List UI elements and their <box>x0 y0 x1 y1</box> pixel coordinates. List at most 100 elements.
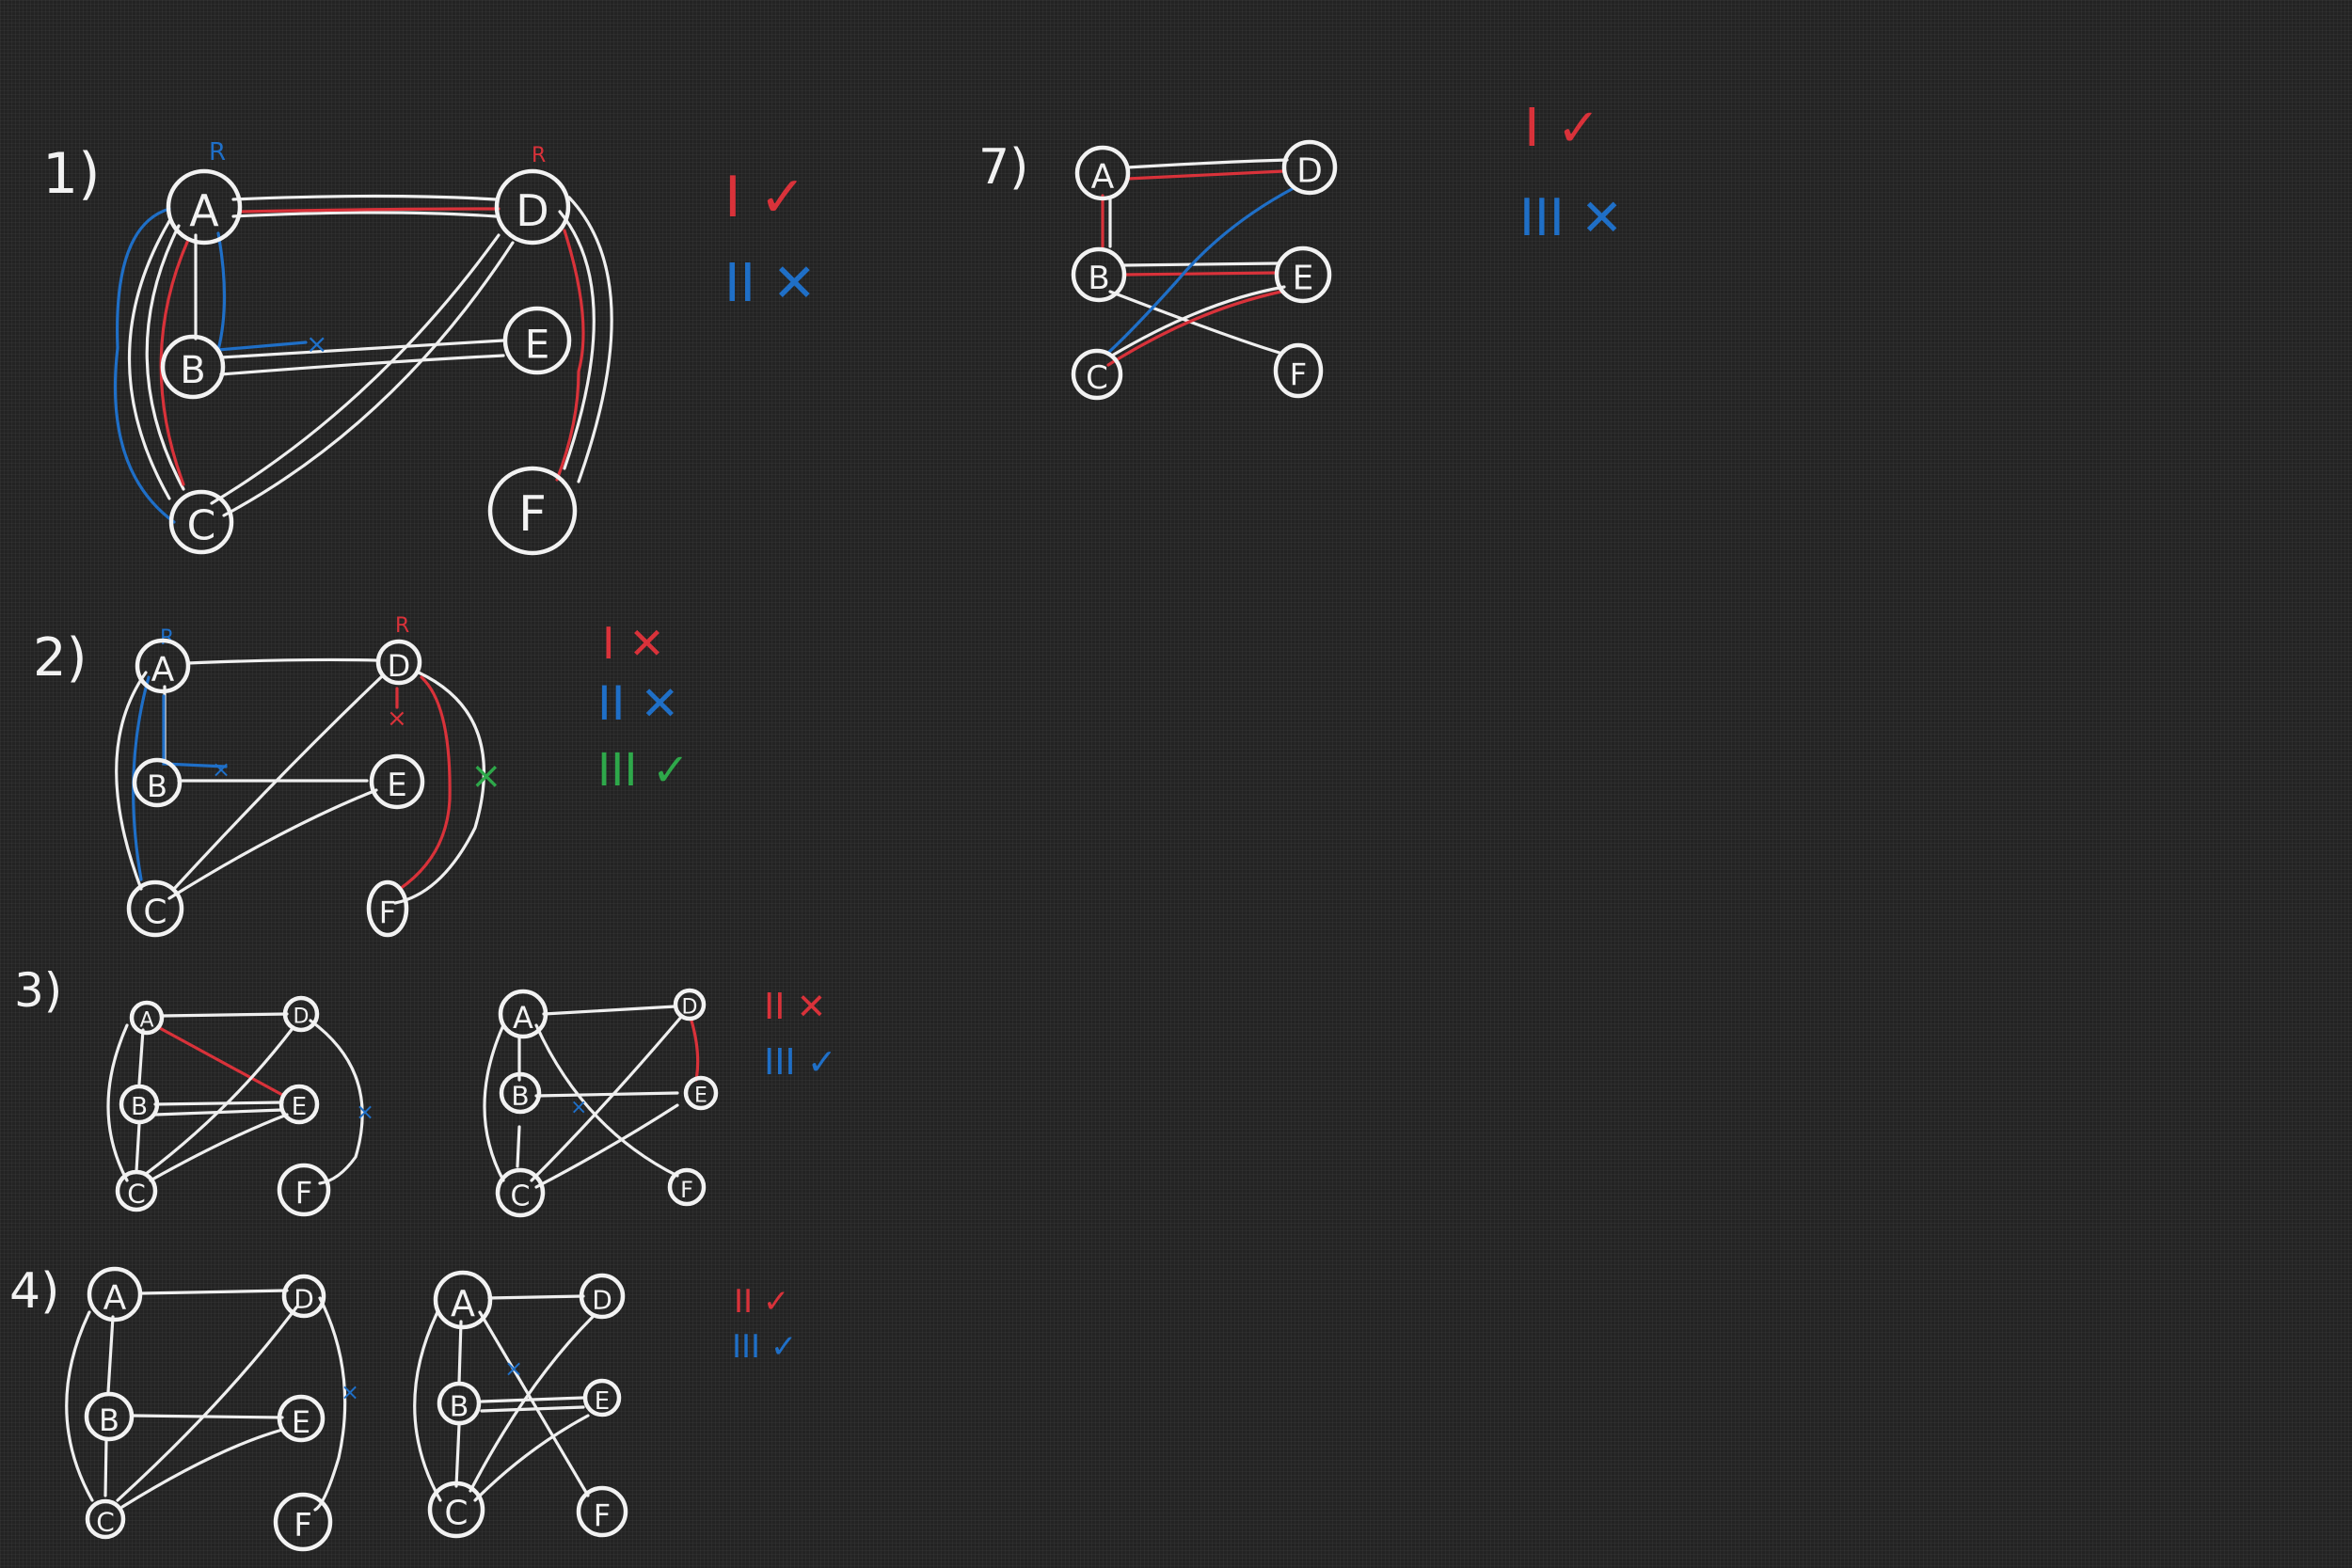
graph-edge <box>153 1101 284 1106</box>
problem-4: 4) × A D B E C F <box>9 1263 797 1552</box>
node-d: D <box>281 1274 326 1319</box>
graph-edge <box>106 1023 129 1182</box>
result-1: II ✓ <box>734 1283 789 1321</box>
graph-edge <box>558 210 596 470</box>
svg-text:A: A <box>189 185 219 236</box>
blocked-mark: × <box>387 705 407 733</box>
graph-edge <box>149 1113 289 1182</box>
svg-text:C: C <box>1086 359 1108 397</box>
graph-edge <box>542 1005 677 1016</box>
problem-2-tag-a: R <box>160 626 174 650</box>
graph-edge <box>210 233 501 505</box>
node-e: E <box>277 1394 326 1443</box>
node-f: F <box>277 1163 331 1217</box>
node-e: E <box>582 1378 622 1418</box>
svg-text:C: C <box>444 1495 468 1533</box>
path-blue <box>114 207 176 524</box>
graph-edge <box>132 1414 284 1419</box>
node-e: E <box>1274 245 1332 304</box>
path-red <box>238 207 501 214</box>
node-a: A <box>129 1000 165 1036</box>
path-blue <box>162 694 228 768</box>
svg-text:C: C <box>96 1507 115 1538</box>
graph-edge <box>309 1019 364 1185</box>
graph-edge <box>106 1315 115 1394</box>
node-f: F <box>1273 342 1324 399</box>
blocked-mark: × <box>306 328 327 359</box>
svg-text:E: E <box>694 1085 707 1108</box>
graph-edge <box>473 1414 590 1502</box>
graph-edge <box>144 1025 295 1176</box>
problem-3-left-graph: × A D B E C F <box>106 995 374 1217</box>
svg-text:C: C <box>143 894 167 932</box>
node-e: E <box>683 1075 719 1111</box>
svg-text:F: F <box>379 895 396 930</box>
problem-4-left-graph: × A D B E C F <box>65 1266 359 1552</box>
node-e: E <box>369 753 425 810</box>
graph-edge <box>480 1405 585 1413</box>
graph-edge <box>454 1423 461 1488</box>
graph-edge <box>487 1294 585 1300</box>
svg-text:F: F <box>294 1507 312 1544</box>
path-red <box>398 675 452 891</box>
svg-text:E: E <box>1293 260 1314 298</box>
node-f: F <box>487 466 578 556</box>
node-b: B <box>84 1391 135 1442</box>
node-b: B <box>499 1071 542 1115</box>
node-f: F <box>273 1492 333 1552</box>
graph-edge <box>167 788 378 900</box>
node-a: A <box>135 638 191 694</box>
node-f: F <box>576 1485 628 1538</box>
graph-edge <box>567 196 613 483</box>
graph-edge <box>115 671 148 891</box>
node-e: E <box>278 1084 320 1125</box>
graph-edge <box>135 1122 141 1173</box>
path-blue <box>132 675 151 881</box>
svg-text:D: D <box>516 185 548 236</box>
result-2: III ✕ <box>1519 188 1623 247</box>
graph-edge <box>534 1091 679 1098</box>
result-3: III ✓ <box>597 744 690 797</box>
graph-edge <box>116 1306 298 1502</box>
problem-3-label: 3) <box>14 963 62 1018</box>
svg-text:E: E <box>292 1404 310 1440</box>
blocked-mark: × <box>212 756 230 783</box>
svg-text:D: D <box>294 1284 314 1315</box>
node-b: B <box>437 1381 482 1426</box>
graph-edge <box>231 194 498 201</box>
svg-text:A: A <box>451 1283 475 1324</box>
svg-text:C: C <box>127 1179 146 1210</box>
svg-text:F: F <box>295 1175 312 1211</box>
graph-edge <box>483 1023 505 1182</box>
svg-text:D: D <box>592 1285 612 1316</box>
svg-text:D: D <box>1296 152 1323 191</box>
path-red <box>1122 271 1279 277</box>
svg-text:E: E <box>387 767 406 804</box>
path-red <box>159 238 190 486</box>
node-d: D <box>494 168 571 245</box>
node-c: C <box>115 1169 158 1212</box>
graph-edge <box>172 675 383 891</box>
svg-text:B: B <box>450 1391 469 1424</box>
graph-edge <box>534 1103 679 1189</box>
svg-text:E: E <box>595 1387 610 1416</box>
path-red <box>156 1025 286 1098</box>
svg-text:F: F <box>1290 356 1307 392</box>
node-d: D <box>282 995 320 1033</box>
node-c: C <box>85 1498 126 1540</box>
node-a: A <box>1074 145 1131 201</box>
svg-text:C: C <box>511 1180 531 1213</box>
blocked-mark: × <box>341 1379 359 1405</box>
svg-text:A: A <box>139 1009 153 1033</box>
svg-text:D: D <box>294 1006 310 1029</box>
svg-text:E: E <box>525 322 550 368</box>
graph-edge <box>530 1014 684 1182</box>
node-b: B <box>119 1084 160 1125</box>
node-f: F <box>366 879 409 938</box>
graph-edge <box>186 657 378 665</box>
graph-edge <box>103 1437 108 1497</box>
problem-2-label: 2) <box>33 627 87 689</box>
graph-edge <box>231 211 498 218</box>
result-2: II ✕ <box>724 253 817 314</box>
node-c: C <box>126 879 184 938</box>
